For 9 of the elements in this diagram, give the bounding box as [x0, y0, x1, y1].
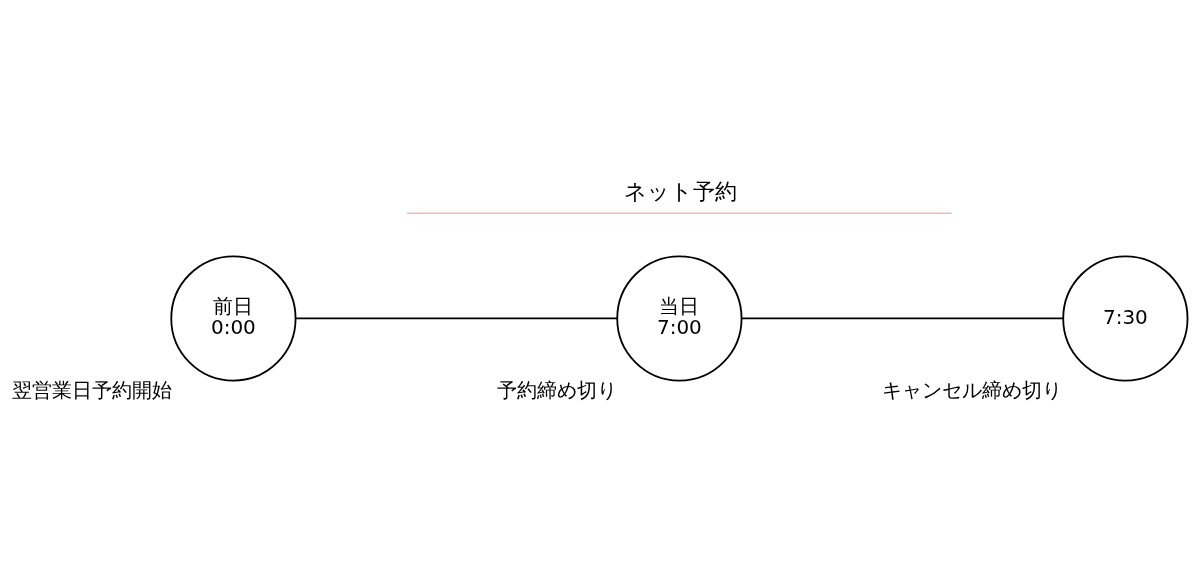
node-label: 予約締め切り	[496, 377, 617, 402]
connector	[294, 317, 618, 320]
node-circle: 前日 0:00	[170, 255, 297, 382]
node-circle: 7:30	[1062, 255, 1189, 382]
connector	[740, 317, 1064, 320]
node-circle: 当日 7:00	[616, 255, 743, 382]
node-label: 翌営業日予約開始	[11, 377, 172, 402]
label: ネット予約	[623, 178, 737, 204]
node-label: キャンセル締め切り	[881, 377, 1062, 402]
